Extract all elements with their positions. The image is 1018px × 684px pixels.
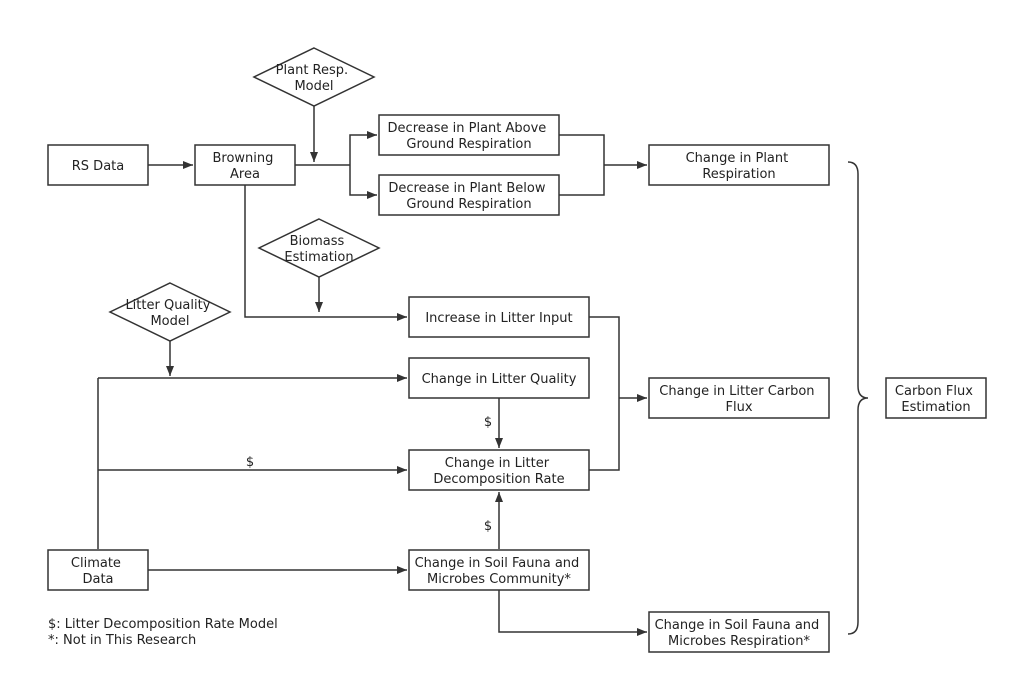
edge-split-to-above	[349, 131, 377, 165]
node-above-ground-resp-line1: Decrease in Plant Above	[388, 121, 547, 136]
node-litter-quality-model: Litter Quality Model	[108, 282, 232, 342]
node-change-decomposition-rate: Change in Litter Decomposition Rate	[408, 449, 590, 491]
node-change-soil-fauna-line1: Change in Soil Fauna and	[415, 556, 580, 571]
edge-browning-to-litter-input	[244, 185, 407, 321]
node-plant-resp-model: Plant Resp. Model	[252, 47, 376, 107]
svg-text:Change in Litter Quality: Change in Litter Quality	[422, 372, 577, 387]
legend: $: Litter Decomposition Rate Model *: No…	[48, 617, 278, 648]
node-browning-area-line1: Browning	[212, 151, 273, 166]
svg-text:Browning Area: Browning Area	[212, 151, 277, 182]
svg-text:Change in Litter Decom: Change in Litter Decomposition Rate	[433, 456, 564, 487]
node-plant-resp-model-line1: Plant Resp.	[276, 63, 349, 78]
grouping-brace	[847, 161, 869, 635]
mark-quality-to-decomp: $	[484, 415, 492, 430]
node-carbon-flux-estimation-line1: Carbon Flux	[895, 384, 973, 399]
edge-fauna-to-soil-resp	[498, 590, 647, 636]
node-above-ground-resp: Decrease in Plant Above Ground Respirati…	[378, 114, 560, 156]
edge-litter-merge	[589, 316, 620, 471]
node-below-ground-resp-line1: Decrease in Plant Below	[388, 181, 545, 196]
node-change-soil-fauna-line2: Microbes Community*	[427, 572, 571, 587]
svg-text:Biomass Estimation: Biomass Estimation	[284, 234, 353, 265]
svg-text:Change in Soil Fauna and: Change in Soil Fauna and Microbes Respir…	[655, 618, 824, 649]
nodes: RS Data Browning Area Plant Resp. Model …	[47, 47, 987, 653]
node-above-ground-resp-line2: Ground Respiration	[406, 137, 531, 152]
svg-text:Change in Plant Respir: Change in Plant Respiration	[686, 151, 793, 182]
node-biomass-estimation-line1: Biomass	[290, 234, 345, 249]
node-carbon-flux-estimation-line2: Estimation	[901, 400, 970, 415]
svg-text:RS Data: RS Data	[72, 159, 124, 174]
svg-text:Decrease in Plant Above: Decrease in Plant Above Ground Respirati…	[388, 121, 551, 152]
svg-text:Change in Soil Fauna and: Change in Soil Fauna and Microbes Commun…	[415, 556, 584, 587]
node-rs-data-label: RS Data	[72, 159, 124, 174]
node-change-soil-resp: Change in Soil Fauna and Microbes Respir…	[648, 611, 830, 653]
legend-line-2: *: Not in This Research	[48, 633, 196, 648]
edges	[97, 106, 647, 636]
node-climate-data-line1: Climate	[71, 556, 121, 571]
node-browning-area-line2: Area	[230, 167, 260, 182]
node-change-plant-resp-line1: Change in Plant	[686, 151, 789, 166]
node-climate-data: Climate Data	[47, 549, 149, 591]
node-change-soil-resp-line1: Change in Soil Fauna and	[655, 618, 820, 633]
node-change-soil-resp-line2: Microbes Respiration*	[668, 634, 810, 649]
node-change-litter-quality: Change in Litter Quality	[408, 357, 590, 399]
node-change-decomposition-rate-line2: Decomposition Rate	[433, 472, 564, 487]
node-plant-resp-model-line2: Model	[294, 79, 333, 94]
node-change-soil-fauna: Change in Soil Fauna and Microbes Commun…	[408, 549, 590, 591]
node-climate-data-line2: Data	[82, 572, 113, 587]
node-change-litter-carbon-flux-line1: Change in Litter Carbon	[659, 384, 814, 399]
node-litter-quality-model-line2: Model	[150, 314, 189, 329]
node-biomass-estimation-line2: Estimation	[284, 250, 353, 265]
node-increase-litter-input-label: Increase in Litter Input	[425, 311, 572, 326]
mark-climate-to-decomp: $	[246, 455, 254, 470]
node-change-plant-resp-line2: Respiration	[702, 167, 775, 182]
node-increase-litter-input: Increase in Litter Input	[408, 296, 590, 338]
edge-above-merge	[559, 134, 605, 196]
node-change-litter-carbon-flux: Change in Litter Carbon Flux	[648, 377, 830, 419]
svg-text:Climate Data: Climate Data	[71, 556, 125, 587]
svg-text:Litter Quality Model: Litter Quality Model	[125, 298, 214, 329]
edge-split-to-below	[349, 165, 377, 199]
svg-text:Plant Resp. Model: Plant Resp. Model	[276, 63, 353, 94]
svg-text:Carbon Flux Estimation: Carbon Flux Estimation	[895, 384, 977, 415]
node-below-ground-resp: Decrease in Plant Below Ground Respirati…	[378, 174, 560, 216]
node-change-decomposition-rate-line1: Change in Litter	[445, 456, 550, 471]
node-change-litter-quality-label: Change in Litter Quality	[422, 372, 577, 387]
mark-fauna-to-decomp: $	[484, 519, 492, 534]
svg-text:Increase in Litter Input: Increase in Litter Input	[425, 311, 572, 326]
node-change-litter-carbon-flux-line2: Flux	[725, 400, 752, 415]
legend-line-1: $: Litter Decomposition Rate Model	[48, 617, 278, 632]
node-biomass-estimation: Biomass Estimation	[257, 218, 381, 278]
node-below-ground-resp-line2: Ground Respiration	[406, 197, 531, 212]
node-browning-area: Browning Area	[194, 144, 296, 186]
node-litter-quality-model-line1: Litter Quality	[125, 298, 210, 313]
node-rs-data: RS Data	[47, 144, 149, 186]
node-carbon-flux-estimation: Carbon Flux Estimation	[885, 377, 987, 419]
node-change-plant-resp: Change in Plant Respiration	[648, 144, 830, 186]
svg-text:Change in Litter Carbon: Change in Litter Carbon Flux	[659, 384, 818, 415]
svg-text:Decrease in Plant Below: Decrease in Plant Below Ground Respirati…	[388, 181, 549, 212]
